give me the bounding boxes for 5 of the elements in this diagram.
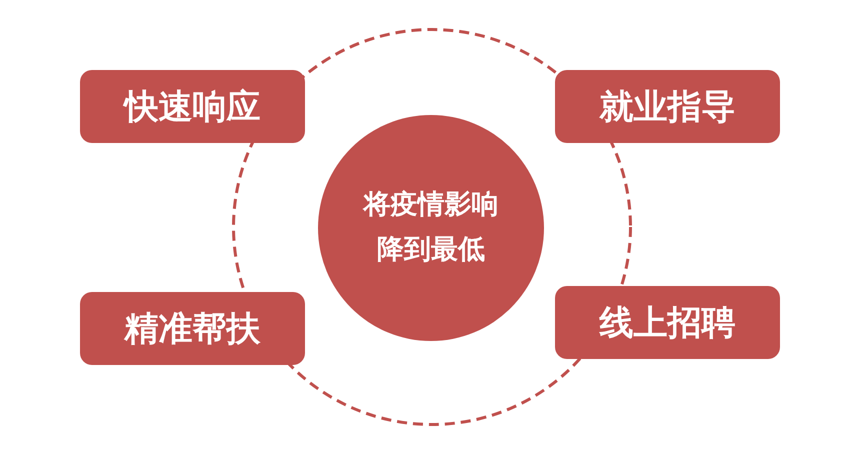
measure-box: 线上招聘 [555,286,780,359]
goal-circle: 将疫情影响降到最低 [318,115,544,341]
measure-box: 快速响应 [80,70,305,143]
measure-box: 就业指导 [555,70,780,143]
measure-box: 精准帮扶 [80,292,305,365]
